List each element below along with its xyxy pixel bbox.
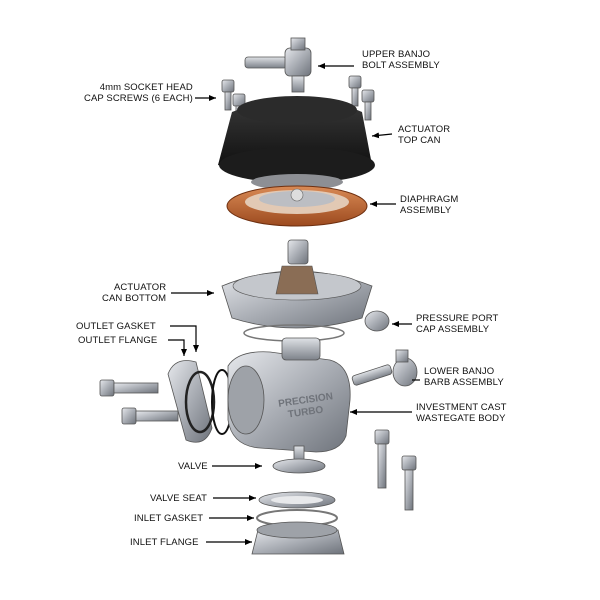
leader-arrows (168, 63, 420, 545)
label-inlet-flange: INLET FLANGE (130, 537, 199, 548)
pressure-port-cap (364, 310, 390, 332)
actuator-can-bottom (221, 239, 373, 342)
valve (272, 445, 326, 474)
valve-seat (258, 491, 336, 509)
label-upper-banjo: UPPER BANJO BOLT ASSEMBLY (362, 49, 440, 71)
diaphragm-assembly (226, 185, 368, 227)
label-valve-seat: VALVE SEAT (150, 493, 207, 504)
label-valve: VALVE (178, 461, 208, 472)
label-actuator-top: ACTUATOR TOP CAN (398, 124, 451, 146)
upper-banjo-bolt (244, 37, 312, 93)
lower-banjo-barb (351, 349, 418, 387)
brand-engraving-line2: TURBO (287, 405, 324, 421)
inlet-flange (251, 521, 345, 555)
label-inlet-gasket: INLET GASKET (134, 513, 204, 524)
label-actuator-bottom: ACTUATOR CAN BOTTOM (102, 282, 167, 304)
label-cap-screws: 4mm SOCKET HEAD CAP SCREWS (6 EACH) (84, 82, 193, 104)
label-wastegate-body: INVESTMENT CAST WASTEGATE BODY (416, 402, 507, 424)
outlet-flange (167, 360, 233, 443)
label-outlet-gasket: OUTLET GASKET (76, 321, 156, 332)
wastegate-body (227, 337, 351, 453)
body-bolts (374, 429, 417, 511)
label-diaphragm: DIAPHRAGM ASSEMBLY (400, 194, 459, 216)
label-pressure-port: PRESSURE PORT CAP ASSEMBLY (416, 313, 499, 335)
label-outlet-flange: OUTLET FLANGE (78, 335, 158, 346)
actuator-top-can (218, 96, 375, 190)
outlet-bolts (99, 379, 179, 425)
label-lower-banjo: LOWER BANJO BARB ASSEMBLY (424, 366, 504, 388)
